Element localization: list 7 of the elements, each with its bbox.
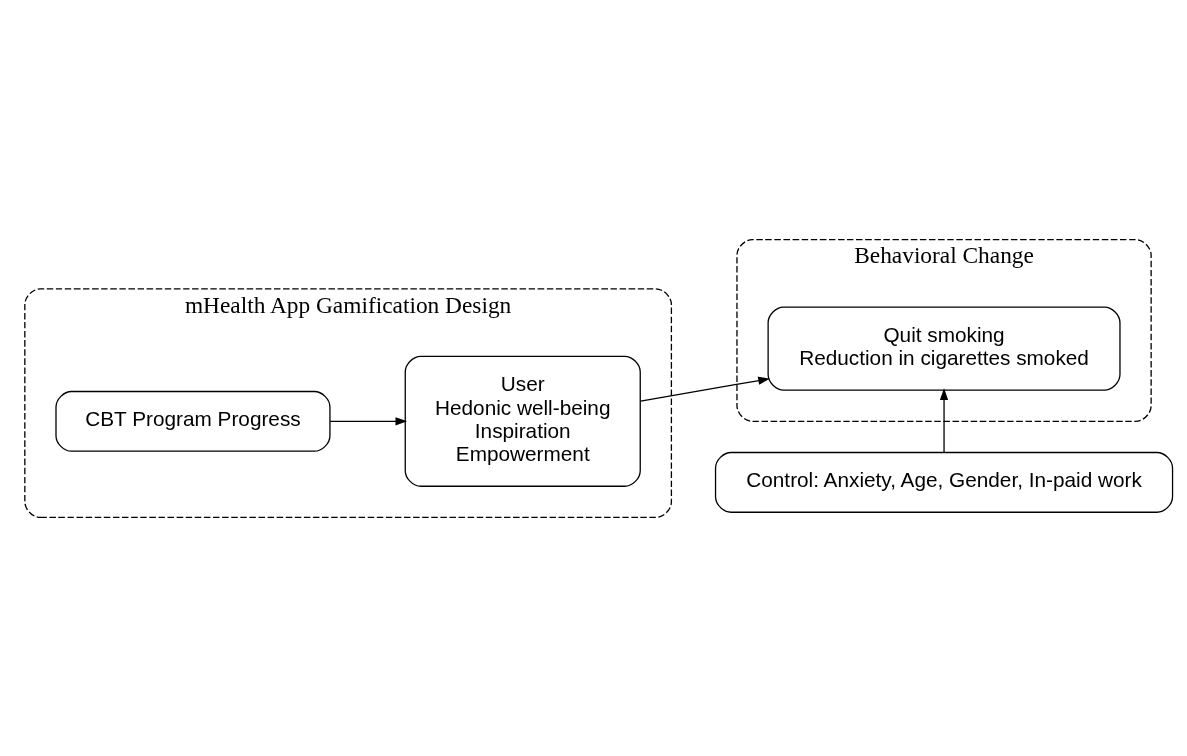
node-box: User Hedonic well-being Inspiration Empowerment bbox=[404, 355, 641, 487]
arrow bbox=[939, 387, 949, 453]
node-box: Quit smoking Reduction in cigarettes smoked bbox=[767, 305, 1121, 391]
arrow bbox=[640, 376, 770, 402]
arrow bbox=[329, 416, 408, 425]
node-box: Control: Anxiety, Age, Gender, In-paid work bbox=[714, 451, 1174, 513]
node-box: CBT Program Progress bbox=[55, 390, 331, 452]
